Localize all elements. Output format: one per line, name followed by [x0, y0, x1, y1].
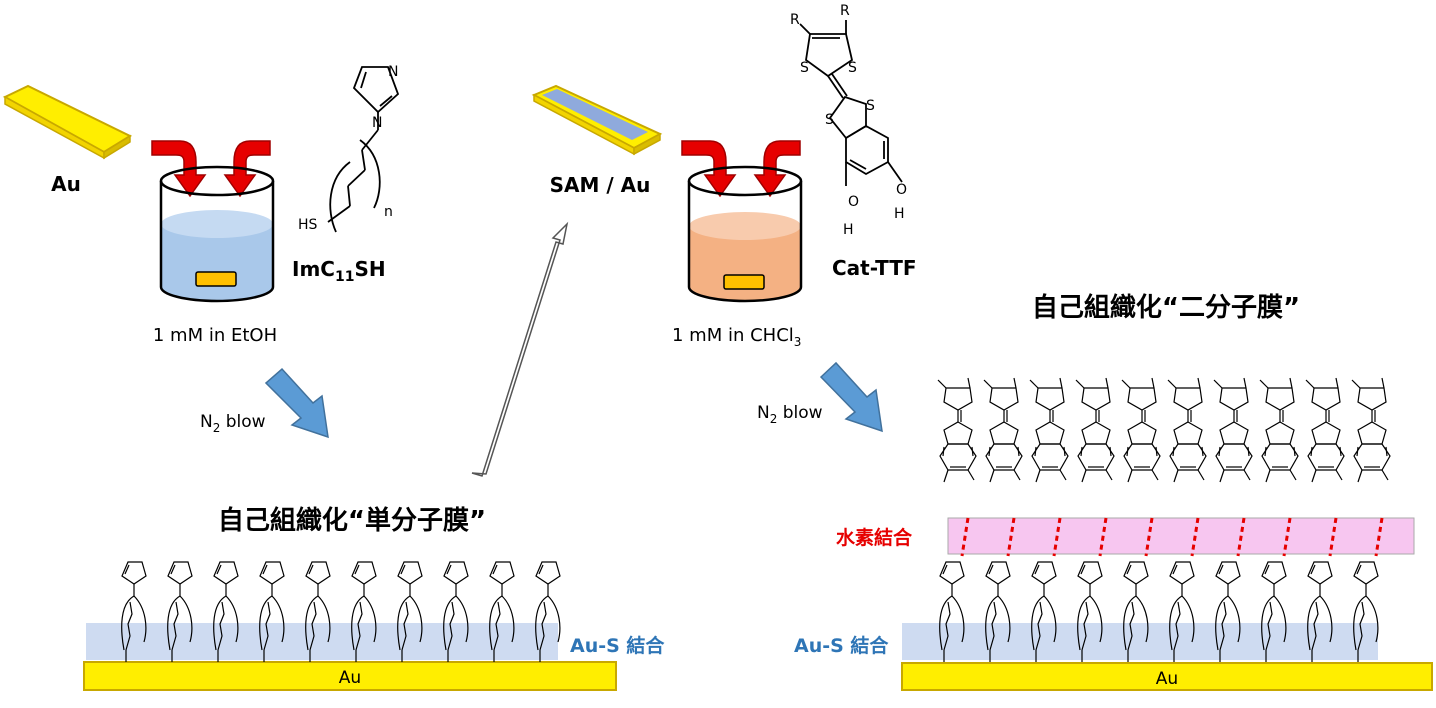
thiol-group: HS [298, 217, 318, 233]
hydrogen-bond-label: 水素結合 [836, 526, 913, 549]
bilayer-au-label: Au [1156, 669, 1178, 689]
bilayer-ttf-array [937, 377, 1391, 483]
step1-substrate-label: Au [51, 172, 81, 196]
s-atom-1: S [800, 60, 809, 76]
step2-solution-label: 1 mM in CHCl3 [672, 325, 801, 349]
sam-au-substrate-slide [531, 84, 663, 156]
beaker-chloroform-solution [687, 165, 803, 303]
s-atom-4: S [825, 112, 834, 128]
blow-arrow-1 [264, 367, 329, 439]
step2-blow-label: N2 blow [757, 403, 823, 426]
au-substrate-slide [2, 84, 133, 160]
imc11sh-structure: N N HS n [298, 64, 400, 233]
imidazole-n-atom: N [388, 64, 398, 80]
step1-blow-label: N2 blow [200, 412, 266, 435]
monolayer-band [86, 623, 558, 660]
molecule-imc11sh-label: ImC11SH [292, 257, 386, 285]
bilayer-au-substrate [901, 662, 1433, 691]
immersion-arrow-left [151, 140, 207, 198]
o-atom-left: O [848, 194, 859, 210]
s-atom-2: S [848, 60, 857, 76]
immersion-arrow-right-2 [753, 140, 801, 198]
monolayer-title: 自己組織化“単分子膜” [218, 505, 486, 536]
hydrogen-bond-dashes [960, 517, 1384, 557]
repeat-index: n [384, 204, 393, 220]
step2-substrate-label: SAM / Au [550, 173, 651, 197]
s-atom-3: S [866, 98, 875, 114]
bilayer-au-s-bond-label: Au-S 結合 [794, 634, 889, 657]
blow-arrow-2 [819, 361, 883, 433]
monolayer-au-substrate [83, 661, 617, 691]
beaker-ethanol-solution [159, 165, 275, 303]
r-group-left: R [790, 12, 800, 28]
monolayer-au-label: Au [339, 668, 361, 688]
cat-ttf-structure: R R S S S S O O H H [790, 3, 907, 238]
bilayer-band [902, 623, 1378, 660]
imidazole-n1-atom: N [372, 115, 382, 131]
o-atom-right: O [896, 182, 907, 198]
immersion-arrow-right [223, 140, 271, 198]
transfer-arrow [471, 221, 569, 477]
bilayer-title: 自己組織化“二分子膜” [1032, 292, 1300, 323]
hydrogen-bond-band [947, 517, 1415, 555]
r-group-right: R [840, 3, 850, 19]
h-atom-left: H [843, 222, 854, 238]
step1-solution-label: 1 mM in EtOH [153, 325, 277, 346]
molecule-cat-ttf-label: Cat-TTF [832, 256, 917, 280]
h-atom-right: H [894, 206, 905, 222]
immersion-arrow-left-2 [681, 140, 737, 198]
monolayer-au-s-bond-label: Au-S 結合 [570, 634, 665, 657]
